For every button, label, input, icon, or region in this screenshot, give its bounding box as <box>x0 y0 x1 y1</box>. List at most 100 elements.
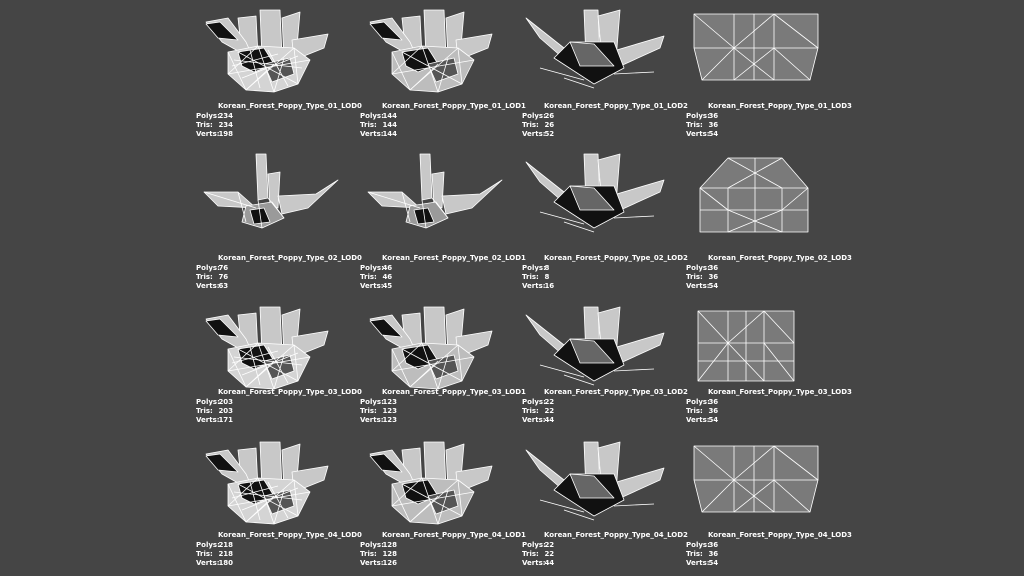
polys-value: 8 <box>544 264 550 272</box>
polys-label: Polys: <box>686 112 710 120</box>
tris-stat: Tris: 36 <box>686 407 852 416</box>
polys-stat: Polys: 26 <box>522 112 688 121</box>
flower-dense-icon <box>205 9 329 93</box>
model-name: Korean_Forest_Poppy_Type_04_LOD3 <box>708 531 852 539</box>
tris-value: 76 <box>218 273 229 281</box>
verts-value: 126 <box>382 559 398 567</box>
verts-label: Verts: <box>522 282 546 290</box>
tris-value: 144 <box>382 121 398 129</box>
polys-stat: Polys: 36 <box>686 541 852 550</box>
flower-simple-icon <box>525 153 665 233</box>
flower-medium-icon <box>369 441 493 525</box>
polys-value: 36 <box>708 541 719 549</box>
verts-value: 171 <box>218 416 234 424</box>
flower-sparse-icon <box>367 153 503 229</box>
polys-stat: Polys: 76 <box>196 264 362 273</box>
flower-box-square-icon <box>697 310 795 382</box>
tris-stat: Tris: 36 <box>686 121 852 130</box>
polys-label: Polys: <box>196 398 220 406</box>
verts-value: 198 <box>218 130 234 138</box>
polys-stat: Polys: 46 <box>360 264 526 273</box>
polys-stat: Polys: 22 <box>522 541 688 550</box>
verts-value: 45 <box>382 282 393 290</box>
polys-stat: Polys: 36 <box>686 264 852 273</box>
tris-label: Tris: <box>522 407 539 415</box>
tris-stat: Tris: 234 <box>196 121 362 130</box>
polys-label: Polys: <box>522 112 546 120</box>
verts-stat: Verts: 123 <box>360 416 526 425</box>
tris-value: 218 <box>218 550 234 558</box>
model-name: Korean_Forest_Poppy_Type_04_LOD1 <box>382 531 526 539</box>
verts-value: 63 <box>218 282 229 290</box>
model-name: Korean_Forest_Poppy_Type_01_LOD0 <box>218 102 362 110</box>
verts-label: Verts: <box>686 282 710 290</box>
model-name: Korean_Forest_Poppy_Type_01_LOD3 <box>708 102 852 110</box>
polys-value: 36 <box>708 112 719 120</box>
flower-medium-icon <box>369 306 493 390</box>
wireframe-thumbnail <box>682 6 842 98</box>
verts-stat: Verts: 171 <box>196 416 362 425</box>
flower-box-house-icon <box>699 157 809 233</box>
tris-label: Tris: <box>360 550 377 558</box>
flower-dense-icon <box>205 441 329 525</box>
tris-label: Tris: <box>196 273 213 281</box>
flower-medium-icon <box>369 9 493 93</box>
model-name: Korean_Forest_Poppy_Type_02_LOD1 <box>382 254 526 262</box>
verts-label: Verts: <box>522 130 546 138</box>
verts-label: Verts: <box>522 559 546 567</box>
polys-value: 22 <box>544 398 555 406</box>
verts-stat: Verts: 54 <box>686 416 852 425</box>
polys-value: 46 <box>382 264 393 272</box>
polys-label: Polys: <box>686 541 710 549</box>
wireframe-thumbnail <box>682 150 842 242</box>
polys-value: 128 <box>382 541 398 549</box>
verts-value: 144 <box>382 130 398 138</box>
polys-label: Polys: <box>360 398 384 406</box>
verts-stat: Verts: 54 <box>686 130 852 139</box>
polys-stat: Polys: 36 <box>686 112 852 121</box>
tris-value: 26 <box>544 121 555 129</box>
tris-stat: Tris: 218 <box>196 550 362 559</box>
verts-label: Verts: <box>196 559 220 567</box>
polys-label: Polys: <box>686 398 710 406</box>
polys-value: 36 <box>708 264 719 272</box>
verts-label: Verts: <box>360 130 384 138</box>
polys-stat: Polys: 36 <box>686 398 852 407</box>
verts-stat: Verts: 198 <box>196 130 362 139</box>
tris-label: Tris: <box>522 121 539 129</box>
wireframe-thumbnail <box>192 438 352 530</box>
wireframe-thumbnail <box>518 303 678 395</box>
wireframe-thumbnail <box>192 303 352 395</box>
model-name: Korean_Forest_Poppy_Type_03_LOD1 <box>382 388 526 396</box>
polys-label: Polys: <box>522 398 546 406</box>
tris-label: Tris: <box>686 121 703 129</box>
model-name: Korean_Forest_Poppy_Type_03_LOD3 <box>708 388 852 396</box>
flower-dense-icon <box>205 306 329 390</box>
tris-stat: Tris: 123 <box>360 407 526 416</box>
verts-stat: Verts: 44 <box>522 416 688 425</box>
tris-label: Tris: <box>686 273 703 281</box>
verts-stat: Verts: 52 <box>522 130 688 139</box>
tris-label: Tris: <box>196 550 213 558</box>
verts-value: 44 <box>544 559 555 567</box>
verts-stat: Verts: 63 <box>196 282 362 291</box>
polys-label: Polys: <box>196 112 220 120</box>
tris-stat: Tris: 46 <box>360 273 526 282</box>
tris-stat: Tris: 26 <box>522 121 688 130</box>
verts-label: Verts: <box>360 416 384 424</box>
verts-value: 44 <box>544 416 555 424</box>
wireframe-thumbnail <box>682 303 842 395</box>
polys-label: Polys: <box>196 541 220 549</box>
verts-value: 123 <box>382 416 398 424</box>
wireframe-thumbnail <box>518 6 678 98</box>
